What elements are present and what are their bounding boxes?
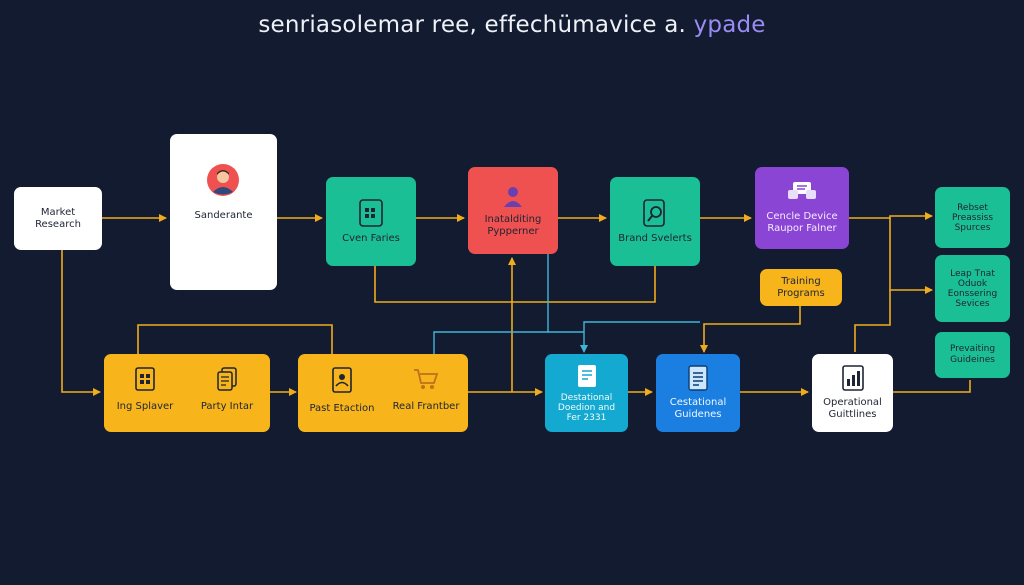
edge-pypperner-to-destational: [547, 254, 588, 353]
node-training-programs-label: Training Programs: [777, 275, 825, 299]
edge-market-to-ing: [61, 250, 101, 396]
node-party-intar-label: Party Intar: [200, 401, 254, 412]
edge-operational-to-right: [854, 290, 891, 352]
node-operational-guidelines[interactable]: Operational Guittlines: [812, 354, 893, 432]
node-destational-doedion[interactable]: Destational Doedion and Fer 2331: [545, 354, 628, 432]
node-sanderante[interactable]: Sanderante: [170, 134, 277, 290]
stacked-documents-icon: [217, 367, 237, 391]
node-leap-tnat-label: Leap Tnat Oduok Eonssering Sevices: [947, 268, 998, 309]
shopping-cart-icon: [414, 369, 439, 389]
edge-group-a-loop: [137, 324, 333, 354]
edge-operational-to-prevaiting: [893, 380, 971, 393]
node-real-frantber[interactable]: Real Frantber: [388, 367, 464, 412]
bar-chart-document-icon: [841, 365, 864, 391]
node-market-research[interactable]: Market Research: [14, 187, 102, 250]
node-sanderante-label: Sanderante: [194, 210, 253, 221]
node-cencle-device[interactable]: Cencle Device Raupor Falner: [755, 167, 849, 249]
node-operational-guidelines-label: Operational Guittlines: [823, 397, 882, 420]
edge-group-b-to-pypperner: [433, 331, 548, 354]
node-ing-splaver-label: Ing Splaver: [116, 401, 174, 412]
node-party-intar[interactable]: Party Intar: [191, 367, 263, 412]
search-document-icon: [643, 198, 665, 227]
node-destational-doedion-label: Destational Doedion and Fer 2331: [557, 392, 616, 423]
node-past-etaction[interactable]: Past Etaction: [303, 367, 381, 414]
node-leap-tnat[interactable]: Leap Tnat Oduok Eonssering Sevices: [935, 255, 1010, 322]
node-rebset-sources-label: Rebset Preassiss Spurces: [951, 202, 994, 233]
chat-bubbles-icon: [788, 182, 816, 199]
title-accent: ypade: [693, 12, 766, 38]
node-cven-faries[interactable]: Cven Faries: [326, 177, 416, 266]
title-main: senriasolemar ree, effechümavice a.: [258, 12, 687, 38]
document-icon: [688, 365, 708, 391]
node-brand-svelerts[interactable]: Brand Svelerts: [610, 177, 700, 266]
node-cencle-device-label: Cencle Device Raupor Falner: [766, 211, 838, 234]
node-cestational-guidelines[interactable]: Cestational Guidenes: [656, 354, 740, 432]
node-real-frantber-label: Real Frantber: [392, 401, 460, 412]
diagram-title: senriasolemar ree, effechümavice a. ypad…: [0, 12, 1024, 38]
node-past-etaction-label: Past Etaction: [309, 403, 375, 414]
edge-training-to-destational: [583, 321, 700, 332]
node-pypperner-label: Inatalditing Pypperner: [484, 213, 542, 237]
edge-cencle-to-rebset: [849, 212, 933, 220]
group-ing-party[interactable]: [104, 354, 270, 432]
user-avatar-icon: [207, 164, 239, 196]
node-rebset-sources[interactable]: Rebset Preassiss Spurces: [935, 187, 1010, 248]
group-past-real[interactable]: [298, 354, 468, 432]
edge-training-to-cestational: [700, 306, 801, 353]
node-pypperner[interactable]: Inatalditing Pypperner: [468, 167, 558, 254]
node-cestational-guidelines-label: Cestational Guidenes: [669, 397, 727, 420]
node-brand-svelerts-label: Brand Svelerts: [618, 232, 692, 244]
node-ing-splaver[interactable]: Ing Splaver: [110, 367, 180, 412]
report-document-icon: [577, 364, 596, 387]
edge-cven-brand-loop: [374, 266, 656, 303]
node-training-programs[interactable]: Training Programs: [760, 269, 842, 306]
node-market-research-label: Market Research: [35, 206, 81, 230]
spreadsheet-icon: [359, 198, 383, 227]
edge-cencle-to-leap: [889, 218, 933, 294]
node-prevaiting-guidelines[interactable]: Prevaiting Guideines: [935, 332, 1010, 378]
person-icon: [504, 186, 522, 207]
node-prevaiting-guidelines-label: Prevaiting Guideines: [949, 344, 996, 365]
node-cven-faries-label: Cven Faries: [342, 232, 400, 244]
user-document-icon: [332, 367, 352, 393]
grid-document-icon: [135, 367, 155, 391]
